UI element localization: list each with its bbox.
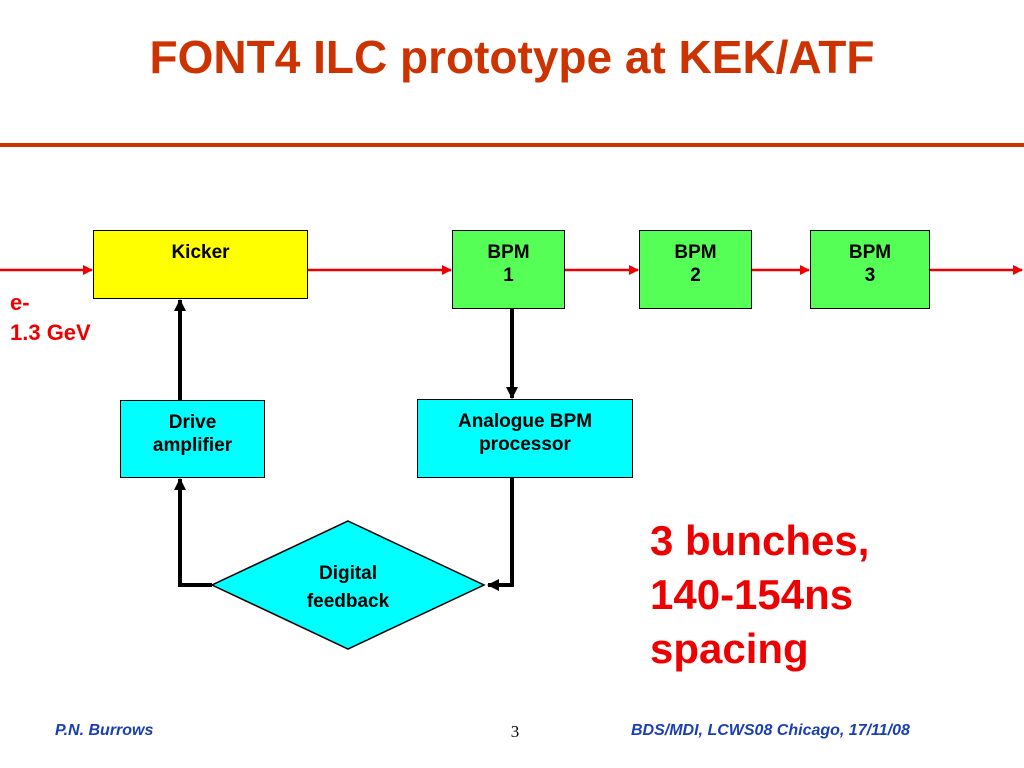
bpm2-box: BPM 2 bbox=[639, 230, 752, 309]
arrow-digital-to-drive bbox=[174, 478, 212, 587]
drive-amplifier-line1: Drive bbox=[168, 412, 217, 433]
beam-label: e- 1.3 GeV bbox=[10, 288, 91, 348]
bpm2-label-line2: 2 bbox=[690, 265, 701, 286]
digital-feedback-line2: feedback bbox=[306, 591, 390, 612]
bpm3-label-line2: 3 bbox=[864, 265, 876, 286]
beam-energy: 1.3 GeV bbox=[10, 320, 91, 345]
bunch-note-line2: 140-154ns bbox=[650, 571, 854, 618]
bunch-note-line3: spacing bbox=[650, 625, 809, 672]
bunch-note-line1: 3 bunches, bbox=[650, 517, 870, 564]
analogue-bpm-processor-box: Analogue BPM processor bbox=[417, 399, 633, 478]
digital-feedback-line1: Digital bbox=[318, 563, 378, 584]
bpm3-box: BPM 3 bbox=[810, 230, 930, 309]
bunch-note: 3 bunches, 140-154ns spacing bbox=[650, 514, 869, 676]
digital-feedback-label: Digital feedback bbox=[268, 560, 428, 616]
arrow-analogue-to-digital bbox=[487, 478, 514, 591]
slide-title: FONT4 ILC prototype at KEK/ATF bbox=[149, 31, 875, 83]
page-number: 3 bbox=[510, 722, 520, 741]
analogue-bpm-line1: Analogue BPM bbox=[457, 411, 593, 432]
digital-feedback-diamond bbox=[210, 520, 486, 650]
drive-amplifier-line2: amplifier bbox=[152, 435, 233, 456]
drive-amplifier-box: Drive amplifier bbox=[120, 400, 265, 478]
bpm3-label-line1: BPM bbox=[848, 242, 892, 263]
beam-particle: e- bbox=[10, 290, 30, 315]
bpm1-box: BPM 1 bbox=[452, 230, 565, 309]
bpm1-label-line1: BPM bbox=[487, 242, 530, 263]
footer-author: P.N. Burrows bbox=[55, 722, 154, 739]
title-divider bbox=[0, 143, 1024, 147]
kicker-box: Kicker bbox=[93, 230, 308, 299]
bpm1-label-line2: 1 bbox=[503, 265, 514, 286]
analogue-bpm-line2: processor bbox=[479, 434, 571, 455]
bpm2-label-line1: BPM bbox=[674, 242, 717, 263]
footer-event: BDS/MDI, LCWS08 Chicago, 17/11/08 bbox=[631, 722, 910, 739]
kicker-label: Kicker bbox=[171, 242, 230, 263]
